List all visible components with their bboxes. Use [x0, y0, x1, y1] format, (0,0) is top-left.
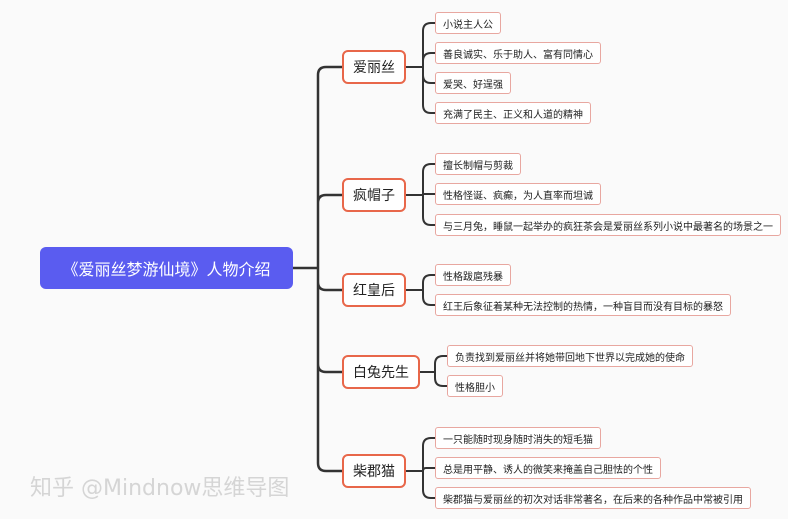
leaf-node[interactable]: 红王后象征着某种无法控制的热情，一种盲目而没有目标的暴怒 [435, 294, 731, 316]
leaf-node[interactable]: 负责找到爱丽丝并将她带回地下世界以完成她的使命 [447, 345, 693, 367]
branch-connector [406, 274, 435, 306]
root-node[interactable]: 《爱丽丝梦游仙境》人物介绍 [40, 247, 293, 289]
branch-connector [406, 163, 435, 226]
branch-node[interactable]: 疯帽子 [342, 178, 406, 212]
leaf-node[interactable]: 擅长制帽与剪裁 [435, 153, 521, 175]
watermark: 知乎 @Mindnow思维导图 [30, 476, 290, 501]
leaf-node[interactable]: 爱哭、好逞强 [435, 72, 511, 94]
leaf-node[interactable]: 善良诚实、乐于助人、富有同情心 [435, 42, 601, 64]
branch-node[interactable]: 柴郡猫 [342, 454, 406, 488]
branch-connector [406, 22, 435, 114]
trunk-connector [293, 65, 342, 473]
leaf-node[interactable]: 与三月兔，睡鼠一起举办的疯狂茶会是爱丽丝系列小说中最著名的场景之一 [435, 214, 781, 236]
branch-node[interactable]: 爱丽丝 [342, 50, 406, 84]
leaf-node[interactable]: 性格胆小 [447, 375, 503, 397]
branch-node[interactable]: 白兔先生 [342, 355, 420, 389]
leaf-node[interactable]: 性格怪诞、疯癫，为人直率而坦诚 [435, 183, 601, 205]
leaf-node[interactable]: 一只能随时现身随时消失的短毛猫 [435, 427, 601, 449]
leaf-node[interactable]: 小说主人公 [435, 12, 501, 34]
leaf-node[interactable]: 总是用平静、诱人的微笑来掩盖自己胆怯的个性 [435, 457, 661, 479]
branch-connector [420, 355, 447, 387]
branch-node[interactable]: 红皇后 [342, 273, 406, 307]
leaf-node[interactable]: 充满了民主、正义和人道的精神 [435, 102, 591, 124]
leaf-node[interactable]: 性格跋扈残暴 [435, 264, 511, 286]
branch-connector [406, 437, 435, 499]
leaf-node[interactable]: 柴郡猫与爱丽丝的初次对话非常著名，在后来的各种作品中常被引用 [435, 487, 751, 509]
